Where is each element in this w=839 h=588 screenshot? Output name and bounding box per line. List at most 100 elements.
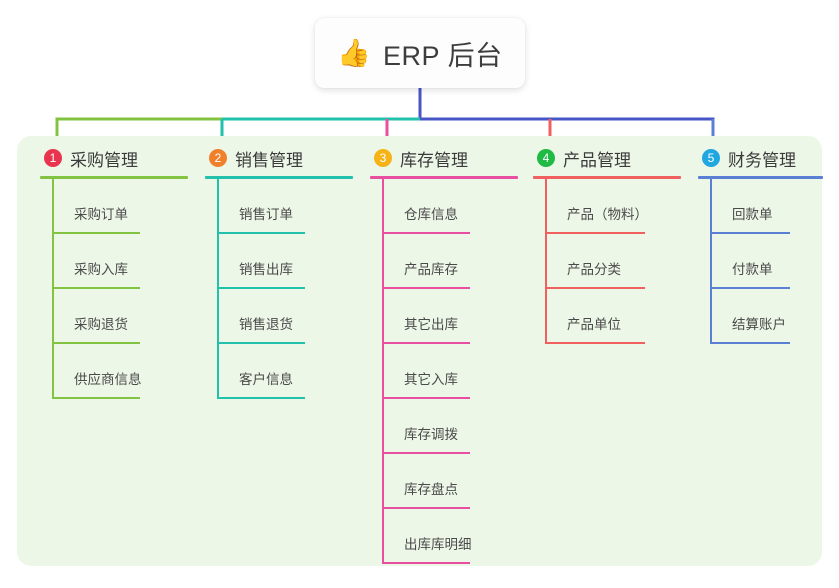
root-node-card[interactable]: 👍 ERP 后台 [315, 18, 525, 88]
branch-item[interactable]: 采购退货 [52, 289, 188, 344]
branch-item[interactable]: 采购入库 [52, 234, 188, 289]
branch-item[interactable]: 产品分类 [545, 234, 681, 289]
branch-item-rule [382, 397, 470, 399]
branch-header-rule [205, 176, 353, 179]
branch-item-rule [545, 232, 645, 234]
branch-item[interactable]: 回款单 [710, 179, 823, 234]
branch-item-label: 库存盘点 [404, 482, 458, 497]
branch-item-label: 其它入库 [404, 372, 458, 387]
branch-item-label: 产品单位 [567, 317, 621, 332]
branch-item-rule [52, 287, 140, 289]
branch-header-rule [533, 176, 681, 179]
branch-item[interactable]: 库存调拨 [382, 399, 518, 454]
branch-item-list: 销售订单销售出库销售退货客户信息 [205, 179, 353, 399]
branch-item[interactable]: 其它入库 [382, 344, 518, 399]
branch-item-label: 其它出库 [404, 317, 458, 332]
branch-number-badge: 4 [537, 149, 555, 167]
branch-item-label: 回款单 [732, 207, 773, 222]
branch-item[interactable]: 产品单位 [545, 289, 681, 344]
branch-item-label: 仓库信息 [404, 207, 458, 222]
branch-item-list: 回款单付款单结算账户 [698, 179, 823, 344]
branch-item[interactable]: 产品库存 [382, 234, 518, 289]
branch-item[interactable]: 采购订单 [52, 179, 188, 234]
branch-title: 财务管理 [728, 150, 796, 170]
branch-item-rule [52, 342, 140, 344]
branch-item-list: 仓库信息产品库存其它出库其它入库库存调拨库存盘点出库库明细 [370, 179, 518, 564]
branch-number-badge: 2 [209, 149, 227, 167]
branch-item-label: 销售出库 [239, 262, 293, 277]
branch-spine-line [52, 179, 54, 399]
diagram-panel [17, 136, 822, 566]
branch-item-label: 客户信息 [239, 372, 293, 387]
branch-item[interactable]: 供应商信息 [52, 344, 188, 399]
branch-item-label: 销售退货 [239, 317, 293, 332]
branch-number-badge: 5 [702, 149, 720, 167]
branch-title: 库存管理 [400, 150, 468, 170]
branch-header-2[interactable]: 2 销售管理 [205, 146, 353, 170]
branch-item-rule [545, 342, 645, 344]
branch-item[interactable]: 销售退货 [217, 289, 353, 344]
branch-item-rule [545, 287, 645, 289]
branch-item-rule [382, 287, 470, 289]
branch-item-label: 产品库存 [404, 262, 458, 277]
branch-item-label: 采购订单 [74, 207, 128, 222]
branch-item-label: 库存调拨 [404, 427, 458, 442]
branch-column-4: 4 产品管理产品（物料） 产品分类产品单位 [533, 146, 681, 344]
branch-item-label: 销售订单 [239, 207, 293, 222]
branch-column-2: 2 销售管理销售订单销售出库销售退货客户信息 [205, 146, 353, 399]
branch-item-rule [217, 232, 305, 234]
branch-item-rule [217, 397, 305, 399]
branch-item-rule [382, 562, 470, 564]
branch-item[interactable]: 结算账户 [710, 289, 823, 344]
branch-column-5: 5 财务管理回款单付款单结算账户 [698, 146, 823, 344]
branch-header-rule [698, 176, 823, 179]
branch-item[interactable]: 客户信息 [217, 344, 353, 399]
branch-item-rule [710, 287, 790, 289]
branch-item-label: 供应商信息 [74, 372, 142, 387]
branch-item-label: 出库库明细 [404, 537, 472, 552]
branch-spine-line [382, 179, 384, 564]
thumbs-up-icon: 👍 [337, 37, 372, 68]
branch-item-list: 采购订单采购入库采购退货供应商信息 [40, 179, 188, 399]
branch-title: 产品管理 [563, 150, 631, 170]
branch-header-5[interactable]: 5 财务管理 [698, 146, 823, 170]
branch-item-label: 结算账户 [732, 317, 786, 332]
branch-item[interactable]: 销售出库 [217, 234, 353, 289]
branch-item[interactable]: 仓库信息 [382, 179, 518, 234]
branch-item-label: 产品（物料） [567, 207, 648, 222]
branch-header-rule [370, 176, 518, 179]
branch-item-rule [382, 507, 470, 509]
branch-item-label: 采购入库 [74, 262, 128, 277]
branch-item[interactable]: 销售订单 [217, 179, 353, 234]
branch-item[interactable]: 产品（物料） [545, 179, 681, 234]
root-node-title: ERP 后台 [383, 40, 503, 71]
branch-item-label: 产品分类 [567, 262, 621, 277]
branch-spine-line [545, 179, 547, 344]
branch-item-rule [382, 342, 470, 344]
branch-item-rule [217, 287, 305, 289]
branch-title: 销售管理 [235, 150, 303, 170]
branch-item-rule [52, 232, 140, 234]
branch-item-list: 产品（物料） 产品分类产品单位 [533, 179, 681, 344]
branch-spine-line [710, 179, 712, 344]
branch-item-rule [52, 397, 140, 399]
branch-item-rule [217, 342, 305, 344]
branch-item-rule [382, 452, 470, 454]
branch-item-rule [710, 342, 790, 344]
branch-item-rule [710, 232, 790, 234]
branch-item[interactable]: 库存盘点 [382, 454, 518, 509]
branch-item-label: 采购退货 [74, 317, 128, 332]
branch-title: 采购管理 [70, 150, 138, 170]
branch-item[interactable]: 出库库明细 [382, 509, 518, 564]
branch-header-rule [40, 176, 188, 179]
branch-item-rule [382, 232, 470, 234]
branch-item-label: 付款单 [732, 262, 773, 277]
branch-spine-line [217, 179, 219, 399]
branch-header-4[interactable]: 4 产品管理 [533, 146, 681, 170]
branch-item[interactable]: 其它出库 [382, 289, 518, 344]
branch-item[interactable]: 付款单 [710, 234, 823, 289]
